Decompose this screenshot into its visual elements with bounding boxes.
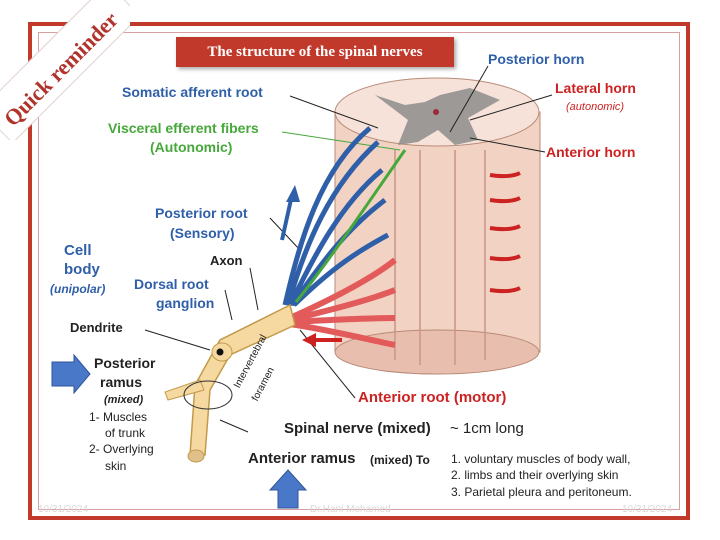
label-axon: Axon	[210, 253, 243, 268]
label-anterior-horn: Anterior horn	[546, 144, 636, 160]
label-anterior-ramus-note: (mixed) To	[370, 453, 430, 467]
slide-inner-border	[38, 32, 680, 510]
label-lateral-horn: Lateral horn	[555, 80, 636, 96]
label-cell: Cell	[64, 242, 92, 259]
label-ramus: ramus	[100, 374, 143, 390]
label-pr-item2a: 2- Overlying	[89, 442, 154, 456]
footer-author: Dr.Hani Mohamed	[310, 504, 391, 515]
label-lateral-horn-note: (autonomic)	[566, 101, 625, 113]
visceral-fiber	[294, 149, 407, 303]
label-pr-item1b: of trunk	[105, 426, 146, 440]
label-posterior-root-note: (Sensory)	[170, 225, 235, 241]
label-mixed: (mixed)	[104, 394, 144, 406]
label-dorsal-root: Dorsal root	[134, 276, 209, 292]
quick-reminder-stamp: Quick reminder	[0, 0, 130, 140]
posterior-ramus-branch	[164, 379, 205, 401]
label-visceral-efferent-note: (Autonomic)	[150, 139, 233, 155]
foramen-outline	[183, 380, 233, 410]
label-ganglion: ganglion	[156, 295, 215, 311]
right-block-arrow	[51, 353, 91, 395]
grey-matter	[375, 88, 500, 145]
label-somatic-afferent-root: Somatic afferent root	[122, 84, 263, 100]
spinal-nerve-trunk	[189, 303, 296, 456]
label-posterior-root: Posterior root	[155, 205, 248, 221]
label-pr-item1a: 1- Muscles	[89, 410, 148, 424]
up-block-arrow	[268, 469, 308, 509]
page-title: The structure of the spinal nerves	[176, 37, 454, 67]
posterior-rootlets	[282, 126, 390, 307]
footer-date-left: 10/31/2024	[38, 504, 89, 515]
label-pr-item2b: skin	[105, 459, 127, 473]
label-posterior-horn: Posterior horn	[488, 51, 585, 67]
label-spinal-nerve-length: ~ 1cm long	[450, 420, 524, 437]
label-dendrite: Dendrite	[70, 320, 123, 335]
label-visceral-efferent: Visceral efferent fibers	[108, 120, 259, 136]
anterior-rootlets	[288, 257, 397, 348]
label-spinal-nerve: Spinal nerve (mixed)	[284, 420, 431, 437]
label-posterior-ramus: Posterior	[94, 355, 156, 371]
cell-body-dot	[216, 348, 224, 356]
label-unipolar: (unipolar)	[50, 282, 106, 296]
label-anterior-ramus: Anterior ramus	[248, 450, 356, 467]
spinal-cord	[334, 77, 541, 375]
label-ar-item3: 3. Parietal pleura and peritoneum.	[451, 485, 632, 499]
label-anterior-root: Anterior root (motor)	[358, 389, 507, 406]
label-ar-item2: 2. limbs and their overlying skin	[451, 468, 619, 482]
label-ar-item1: 1. voluntary muscles of body wall,	[451, 452, 631, 466]
sensory-direction-arrow	[280, 194, 294, 241]
footer-date-right: 10/31/2024	[622, 504, 673, 515]
label-body: body	[64, 261, 100, 278]
